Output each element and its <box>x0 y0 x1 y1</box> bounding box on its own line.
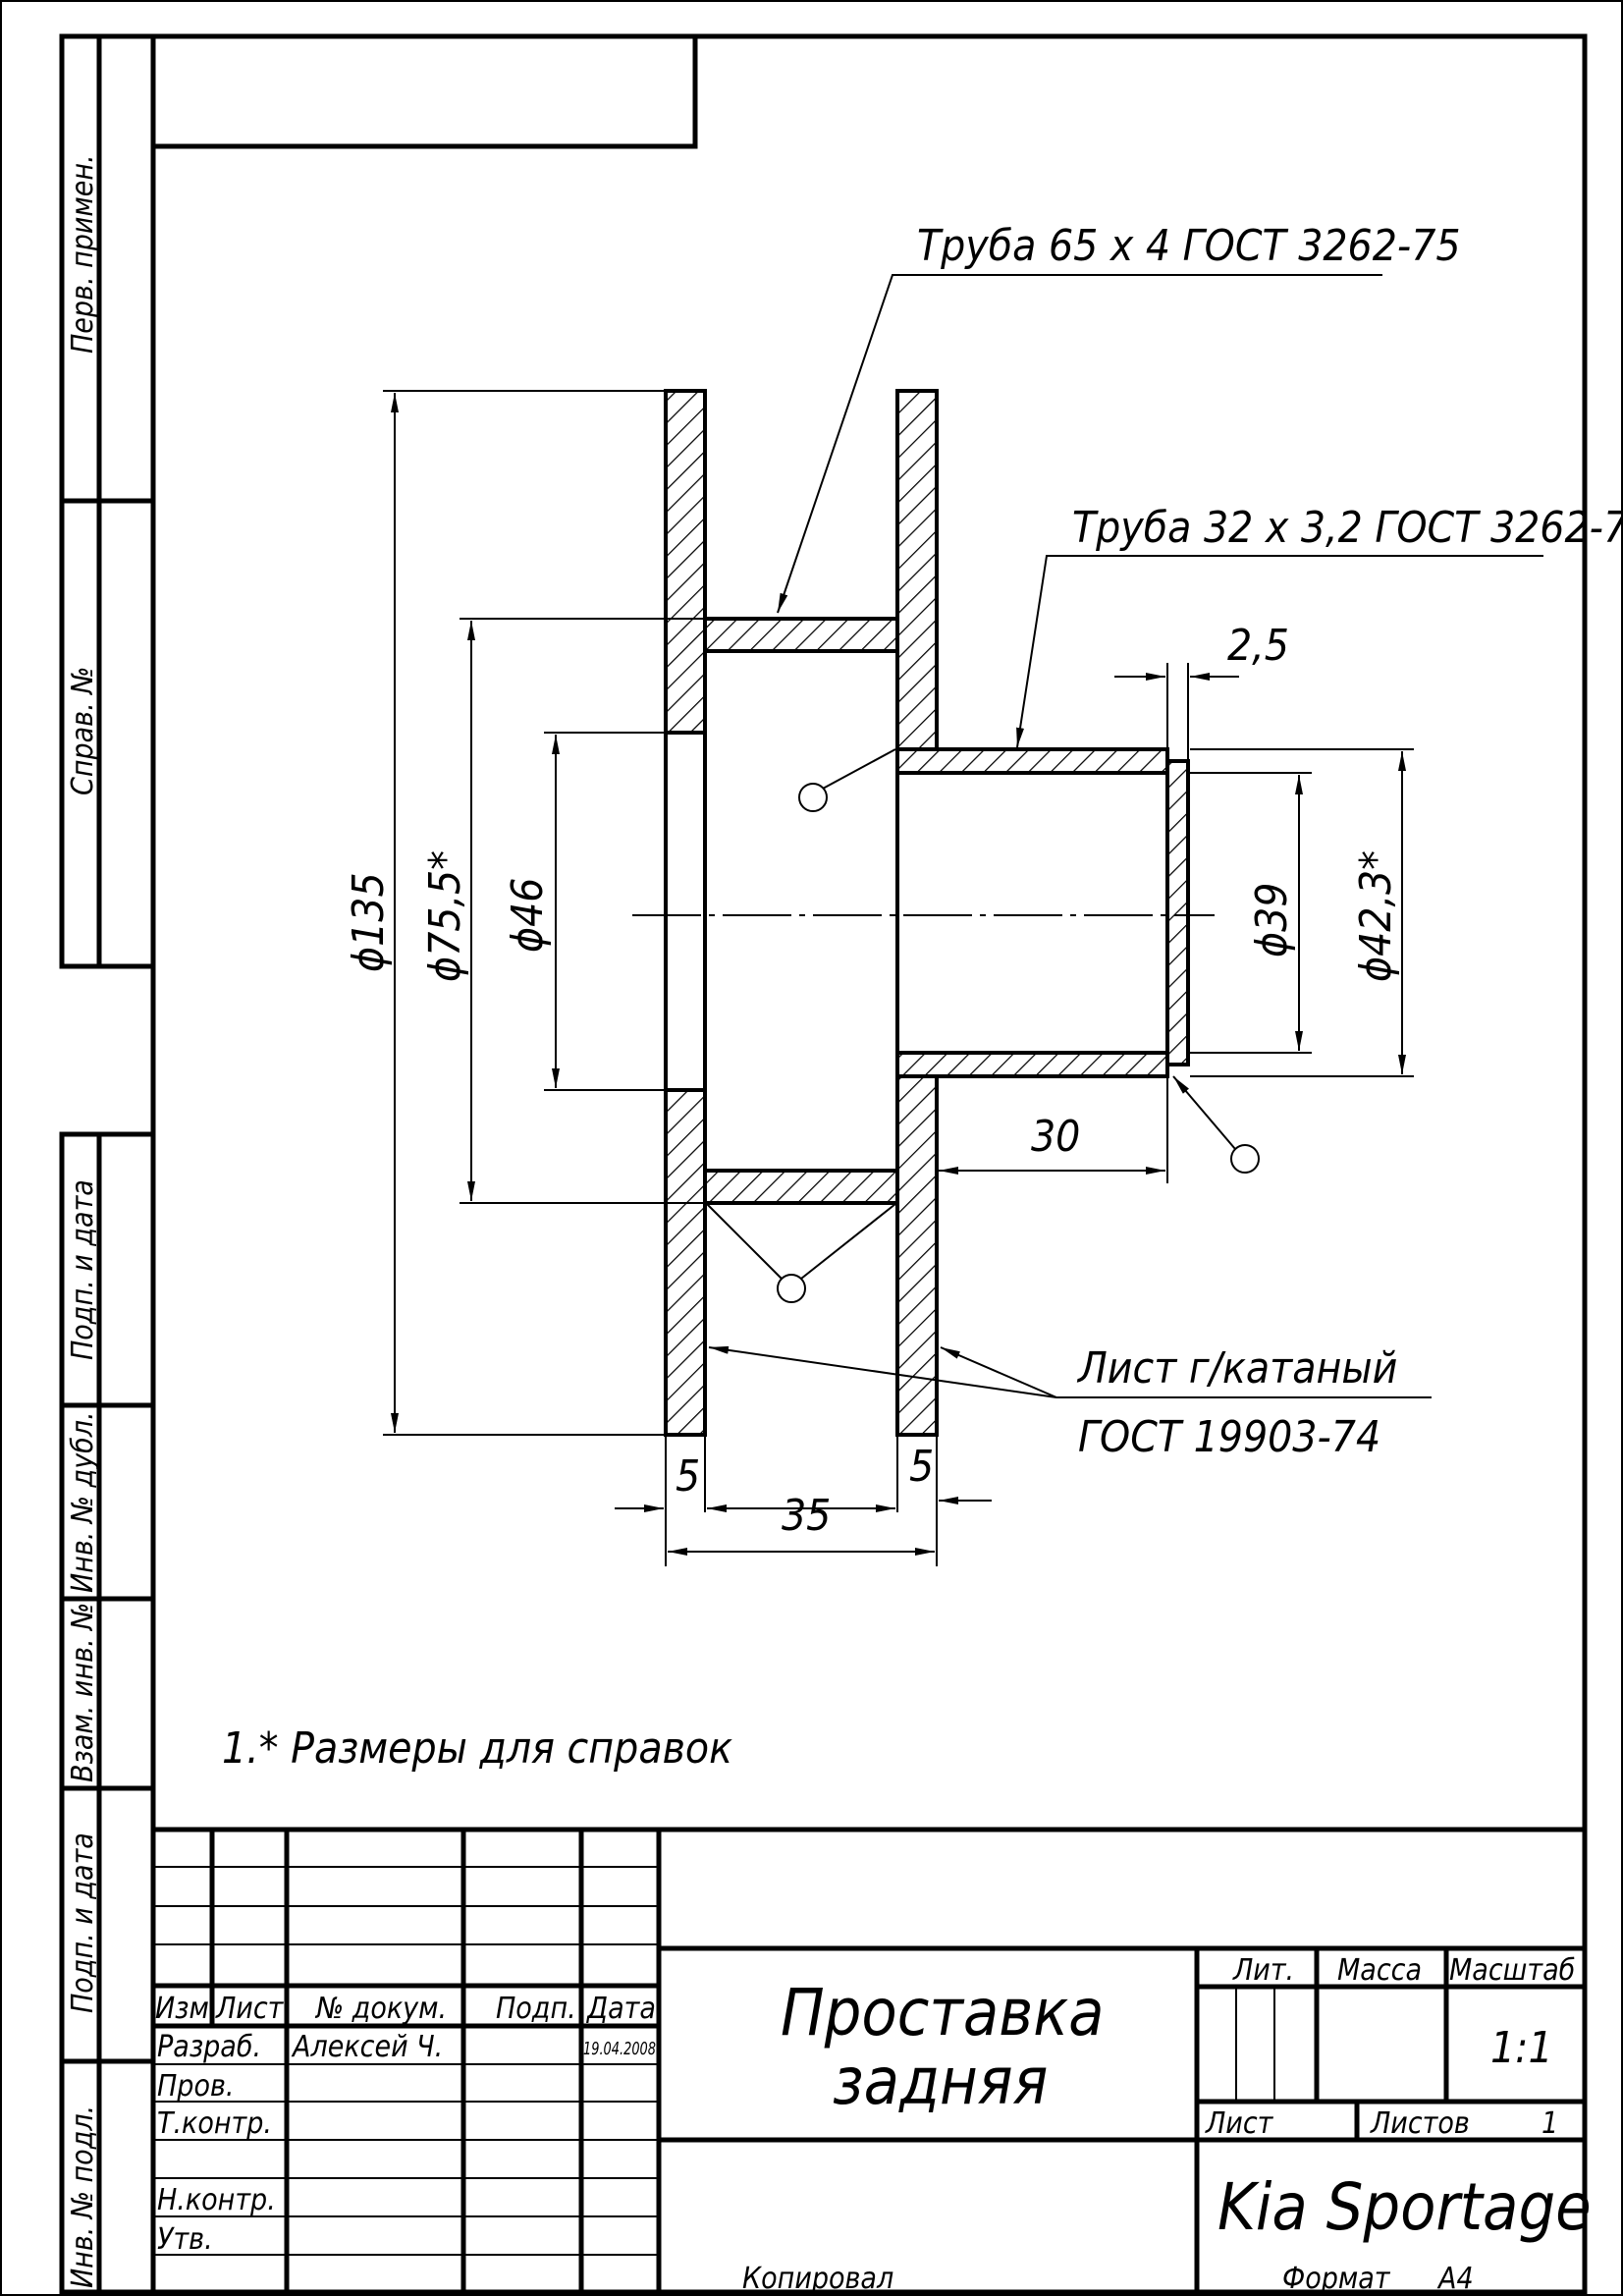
left-plate-lower <box>664 1088 707 1437</box>
tb-copied: Копировал <box>742 2262 893 2296</box>
dim-d39: ϕ39 <box>1247 883 1297 957</box>
strip-sprav-no: Справ. № <box>66 667 100 795</box>
strip-podp-data-2: Подп. и дата <box>66 1832 100 2013</box>
tb-title-line2: задняя <box>833 2044 1048 2119</box>
tb-header-izm: Изм. <box>155 1992 217 2026</box>
end-ring <box>1165 759 1190 1066</box>
dim-5-left: 5 <box>676 1451 700 1502</box>
weld-circle-icon <box>777 1274 806 1303</box>
strip-perv-primen: Перв. примен. <box>66 154 100 354</box>
part-geometry <box>664 389 1190 1437</box>
side-strip <box>59 33 156 2295</box>
tb-lit-label: Лит. <box>1232 1953 1294 1988</box>
dim-d46: ϕ46 <box>503 878 553 953</box>
tb-role-tkontr: Т.контр. <box>157 2106 272 2141</box>
tb-organization: Kia Sportage <box>1217 2169 1592 2245</box>
tb-mass-label: Масса <box>1337 1953 1422 1988</box>
dim-30: 30 <box>1031 1112 1080 1162</box>
left-plate-upper <box>664 389 707 735</box>
weld-circle-icon <box>798 783 828 812</box>
tb-format-label: Формат <box>1282 2262 1391 2296</box>
strip-podp-data-1: Подп. и дата <box>66 1179 100 1360</box>
strip-vzam-inv: Взам. инв. № <box>66 1603 100 1782</box>
tb-scale-label: Масштаб <box>1449 1953 1575 1988</box>
title-block <box>153 1827 1585 2292</box>
tb-header-doc: № докум. <box>314 1992 447 2026</box>
dim-d75-5: ϕ75,5* <box>420 850 470 982</box>
callout-pipe-small: Труба 32 х 3,2 ГОСТ 3262-75 <box>1072 503 1623 553</box>
right-plate-upper <box>895 389 939 751</box>
dim-d135: ϕ135 <box>344 872 394 972</box>
strip-inv-dubl: Инв. № дубл. <box>66 1411 100 1593</box>
tb-sheets-label: Листов <box>1370 2106 1470 2141</box>
large-tube-bottom-wall <box>703 1169 899 1205</box>
tb-role-utv: Утв. <box>157 2222 213 2257</box>
tb-header-list: Лист <box>215 1992 285 2026</box>
callout-pipe-large: Труба 65 х 4 ГОСТ 3262-75 <box>917 221 1461 271</box>
tb-sheets-count: 1 <box>1542 2106 1558 2141</box>
strip-inv-podl: Инв. № подл. <box>66 2105 100 2288</box>
small-tube-top-wall <box>895 747 1169 775</box>
tb-sheet-label: Лист <box>1205 2106 1274 2141</box>
tb-role-nkontr: Н.контр. <box>157 2183 276 2217</box>
tb-role-prov: Пров. <box>157 2069 234 2104</box>
tb-header-podp: Подп. <box>496 1992 576 2026</box>
note-reference-dims: 1.* Размеры для справок <box>222 1723 732 1774</box>
right-plate-lower <box>895 1074 939 1437</box>
tb-title-line1: Проставка <box>781 1975 1105 2050</box>
tb-format: А4 <box>1436 2262 1474 2296</box>
weld-marks <box>706 748 1260 1303</box>
tb-scale: 1:1 <box>1490 2023 1553 2073</box>
tb-date: 19.04.2008 <box>583 2039 656 2059</box>
dim-35: 35 <box>782 1491 831 1541</box>
dim-2-5: 2,5 <box>1227 621 1289 671</box>
callout-sheet-line2: ГОСТ 19903-74 <box>1078 1412 1380 1462</box>
callout-sheet-line1: Лист г/катаный <box>1076 1343 1397 1394</box>
small-tube-bottom-wall <box>895 1051 1169 1078</box>
weld-circle-icon <box>1230 1144 1260 1174</box>
tb-developer: Алексей Ч. <box>291 2030 443 2064</box>
large-tube-top-wall <box>703 617 899 653</box>
tb-header-data: Дата <box>586 1992 656 2026</box>
dim-d42-3: ϕ42,3* <box>1351 850 1401 982</box>
dim-5-right: 5 <box>909 1442 934 1492</box>
dimension-lines <box>383 274 1543 1566</box>
tb-role-razrab: Разраб. <box>157 2030 261 2064</box>
